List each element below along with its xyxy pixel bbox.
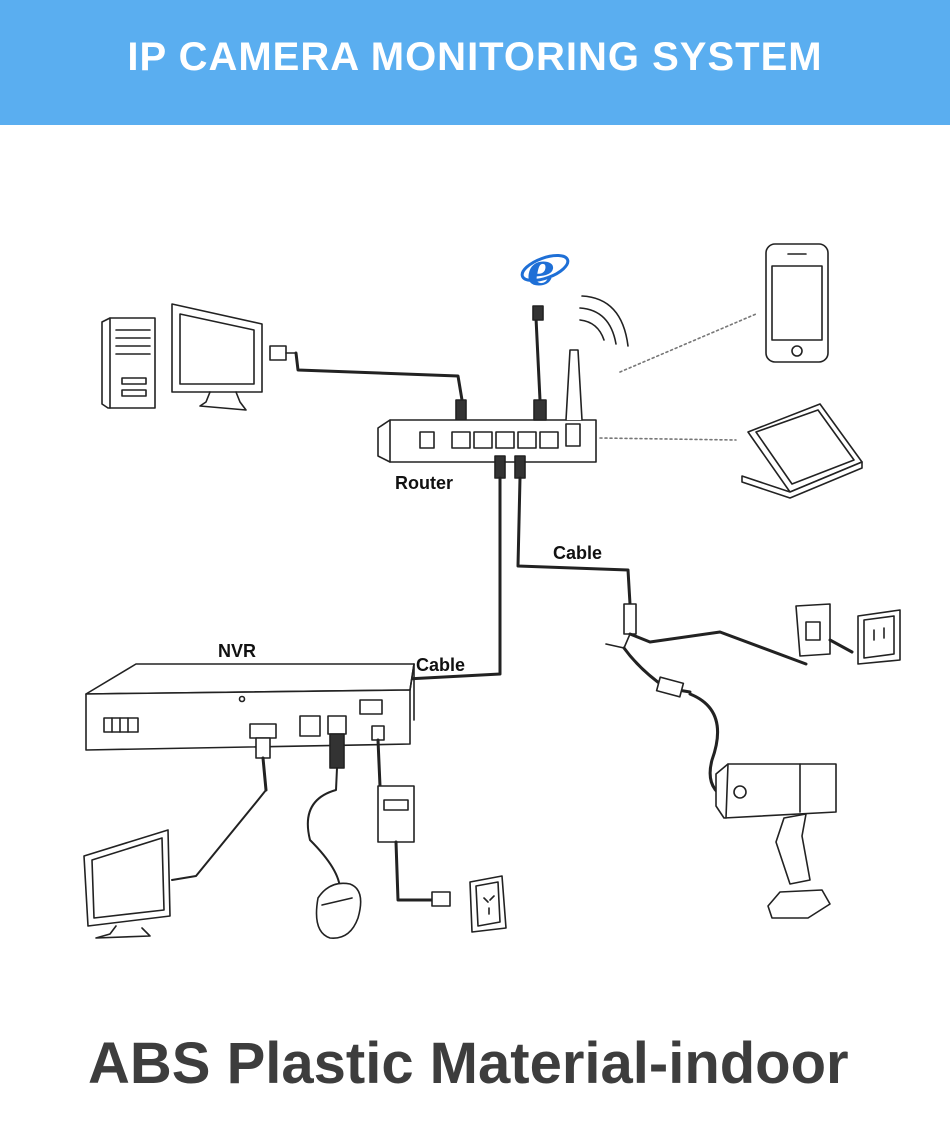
- router-label: Router: [395, 473, 453, 493]
- pc-router-cable: [269, 345, 467, 421]
- page-title: IP CAMERA MONITORING SYSTEM: [127, 35, 823, 79]
- wall-outlet-icon: [857, 609, 901, 665]
- camera-pigtail: [605, 603, 808, 802]
- bottom-caption: ABS Plastic Material-indoor: [88, 1031, 849, 1096]
- wifi-signal-icon: [579, 295, 629, 347]
- router-camera-cable: [514, 455, 632, 606]
- power-adapter-icon: [795, 603, 854, 657]
- header-banner: IP CAMERA MONITORING SYSTEM: [0, 0, 950, 125]
- desktop-pc-icon: [101, 317, 156, 409]
- nvr-power-cable: [376, 738, 451, 907]
- router-icon: [377, 305, 597, 463]
- internet-explorer-icon: e: [520, 245, 570, 296]
- smartphone-icon: [765, 243, 829, 363]
- wireless-link-laptop: [599, 437, 737, 441]
- monitor-icon: [83, 829, 171, 939]
- svg-text:e: e: [527, 245, 555, 296]
- laptop-icon: [741, 403, 863, 499]
- nvr-monitor-cable: [171, 737, 271, 881]
- mouse-icon: [315, 882, 362, 939]
- cable-label-camera: Cable: [553, 543, 603, 563]
- cable-label-nvr: Cable: [416, 655, 466, 675]
- nvr-icon: [85, 663, 415, 751]
- nvr-label: NVR: [218, 641, 257, 661]
- wall-outlet-icon: [469, 875, 507, 933]
- wireless-link-phone: [619, 313, 757, 373]
- nvr-mouse-cable: [306, 733, 345, 891]
- monitor-icon: [171, 303, 263, 411]
- bullet-camera-icon: [715, 763, 837, 919]
